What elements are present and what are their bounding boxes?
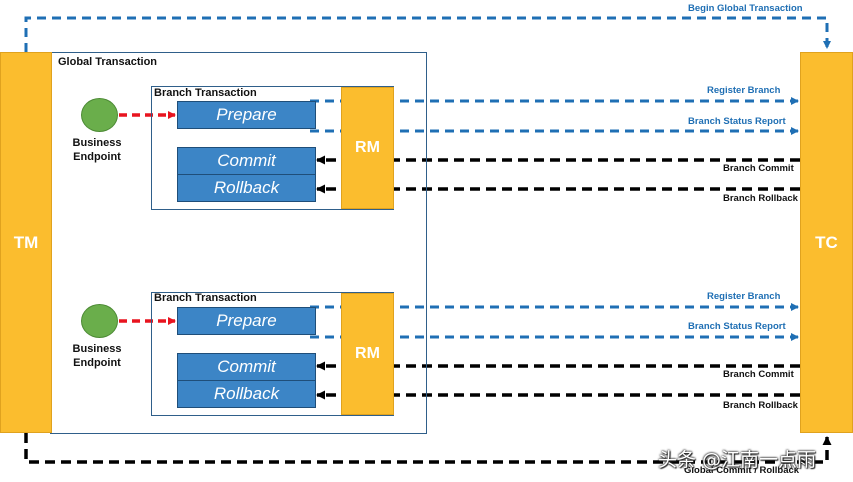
branch-rollback-label: Branch Rollback	[723, 193, 798, 204]
global-commit-rollback-label: Global Commit / Rollback	[684, 465, 800, 476]
branch-transaction-title: Branch Transaction	[154, 292, 257, 304]
rollback-box: Rollback	[177, 174, 316, 202]
rollback-box: Rollback	[177, 380, 316, 408]
business-endpoint-label: Business Endpoint	[62, 136, 132, 164]
commit-box: Commit	[177, 147, 316, 175]
endpoint-label-line1: Business	[72, 343, 122, 355]
rm-label: RM	[355, 139, 380, 156]
branch-commit-label: Branch Commit	[723, 369, 794, 380]
commit-label: Commit	[217, 357, 276, 376]
status-report-label: Branch Status Report	[688, 116, 786, 127]
endpoint-label-line1: Business	[72, 137, 122, 149]
endpoint-label-line2: Endpoint	[73, 151, 121, 163]
branch-commit-label: Branch Commit	[723, 163, 794, 174]
begin-global-transaction-label: Begin Global Transaction	[688, 3, 803, 14]
global-transaction-title: Global Transaction	[58, 56, 158, 68]
commit-box: Commit	[177, 353, 316, 381]
prepare-label: Prepare	[216, 105, 277, 124]
rm-label: RM	[355, 345, 380, 362]
rm-box: RM	[341, 87, 394, 209]
tm-box: TM	[0, 52, 52, 433]
prepare-box: Prepare	[177, 101, 316, 129]
register-branch-label: Register Branch	[707, 291, 781, 302]
rollback-label: Rollback	[213, 178, 280, 197]
business-endpoint-label: Business Endpoint	[62, 342, 132, 370]
commit-label: Commit	[217, 151, 276, 170]
branch-transaction-title: Branch Transaction	[154, 87, 257, 99]
tm-label: TM	[13, 232, 39, 252]
status-report-label: Branch Status Report	[688, 321, 786, 332]
register-branch-label: Register Branch	[707, 85, 781, 96]
business-endpoint-node	[81, 304, 118, 338]
tc-box: TC	[800, 52, 853, 433]
watermark-text: 头条 @江南一点雨	[658, 449, 817, 471]
tc-label: TC	[815, 232, 838, 252]
business-endpoint-node	[81, 98, 118, 132]
prepare-box: Prepare	[177, 307, 316, 335]
rm-box: RM	[341, 293, 394, 415]
endpoint-label-line2: Endpoint	[73, 357, 121, 369]
branch-rollback-label: Branch Rollback	[723, 400, 798, 411]
rollback-label: Rollback	[213, 384, 280, 403]
begin-global-arrow	[24, 16, 831, 52]
prepare-label: Prepare	[216, 311, 277, 330]
